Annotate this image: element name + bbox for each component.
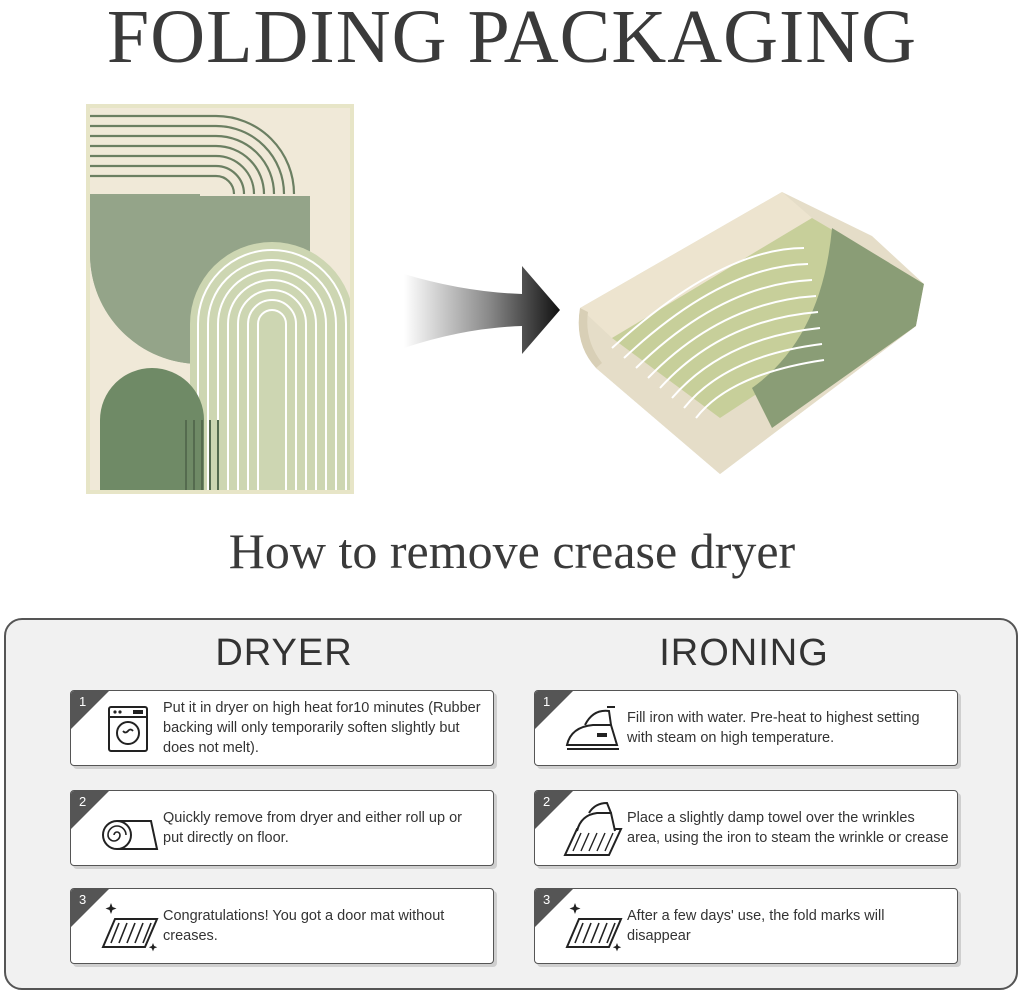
step-number: 2 — [543, 794, 551, 809]
step-text: Quickly remove from dryer and either rol… — [163, 810, 462, 846]
section-subtitle: How to remove crease dryer — [228, 523, 796, 579]
step-text: Congratulations! You got a door mat with… — [163, 908, 445, 944]
step-text: Put it in dryer on high heat for10 minut… — [163, 700, 481, 756]
ironing-step-2: 2 Place a slightly damp towel over the w… — [534, 790, 958, 866]
dryer-step-3: 3 Congratulations! You got a door mat wi… — [70, 888, 494, 964]
iron-on-towel-icon — [563, 801, 623, 856]
sparkling-mat-icon — [101, 903, 159, 952]
dryer-step-1: 1 Put it in dryer on high heat for10 min… — [70, 690, 494, 766]
step-number: 2 — [79, 794, 87, 809]
step-number: 3 — [543, 892, 551, 907]
transform-arrow-icon — [404, 266, 560, 354]
steam-iron-icon — [565, 706, 619, 750]
folded-rug-image — [578, 192, 924, 474]
rolled-mat-icon — [102, 820, 159, 850]
page-title: FOLDING PACKAGING — [106, 0, 918, 79]
step-number: 1 — [543, 694, 551, 709]
sparkling-mat-icon — [565, 903, 623, 952]
ironing-step-3: 3 After a few days' use, the fold marks … — [534, 888, 958, 964]
step-number: 1 — [79, 694, 87, 709]
washing-machine-icon — [108, 706, 148, 752]
dryer-heading: DRYER — [215, 632, 353, 674]
dryer-step-2: 2 Quickly remove from dryer and either r… — [70, 790, 494, 866]
ironing-step-1: 1 Fill iron with water. Pre-heat to high… — [534, 690, 958, 766]
step-text: Fill iron with water. Pre-heat to highes… — [627, 710, 920, 746]
step-text: Place a slightly damp towel over the wri… — [627, 810, 949, 846]
ironing-heading: IRONING — [659, 632, 829, 674]
step-text: After a few days' use, the fold marks wi… — [627, 908, 885, 944]
step-number: 3 — [79, 892, 87, 907]
flat-rug-image — [86, 104, 354, 494]
